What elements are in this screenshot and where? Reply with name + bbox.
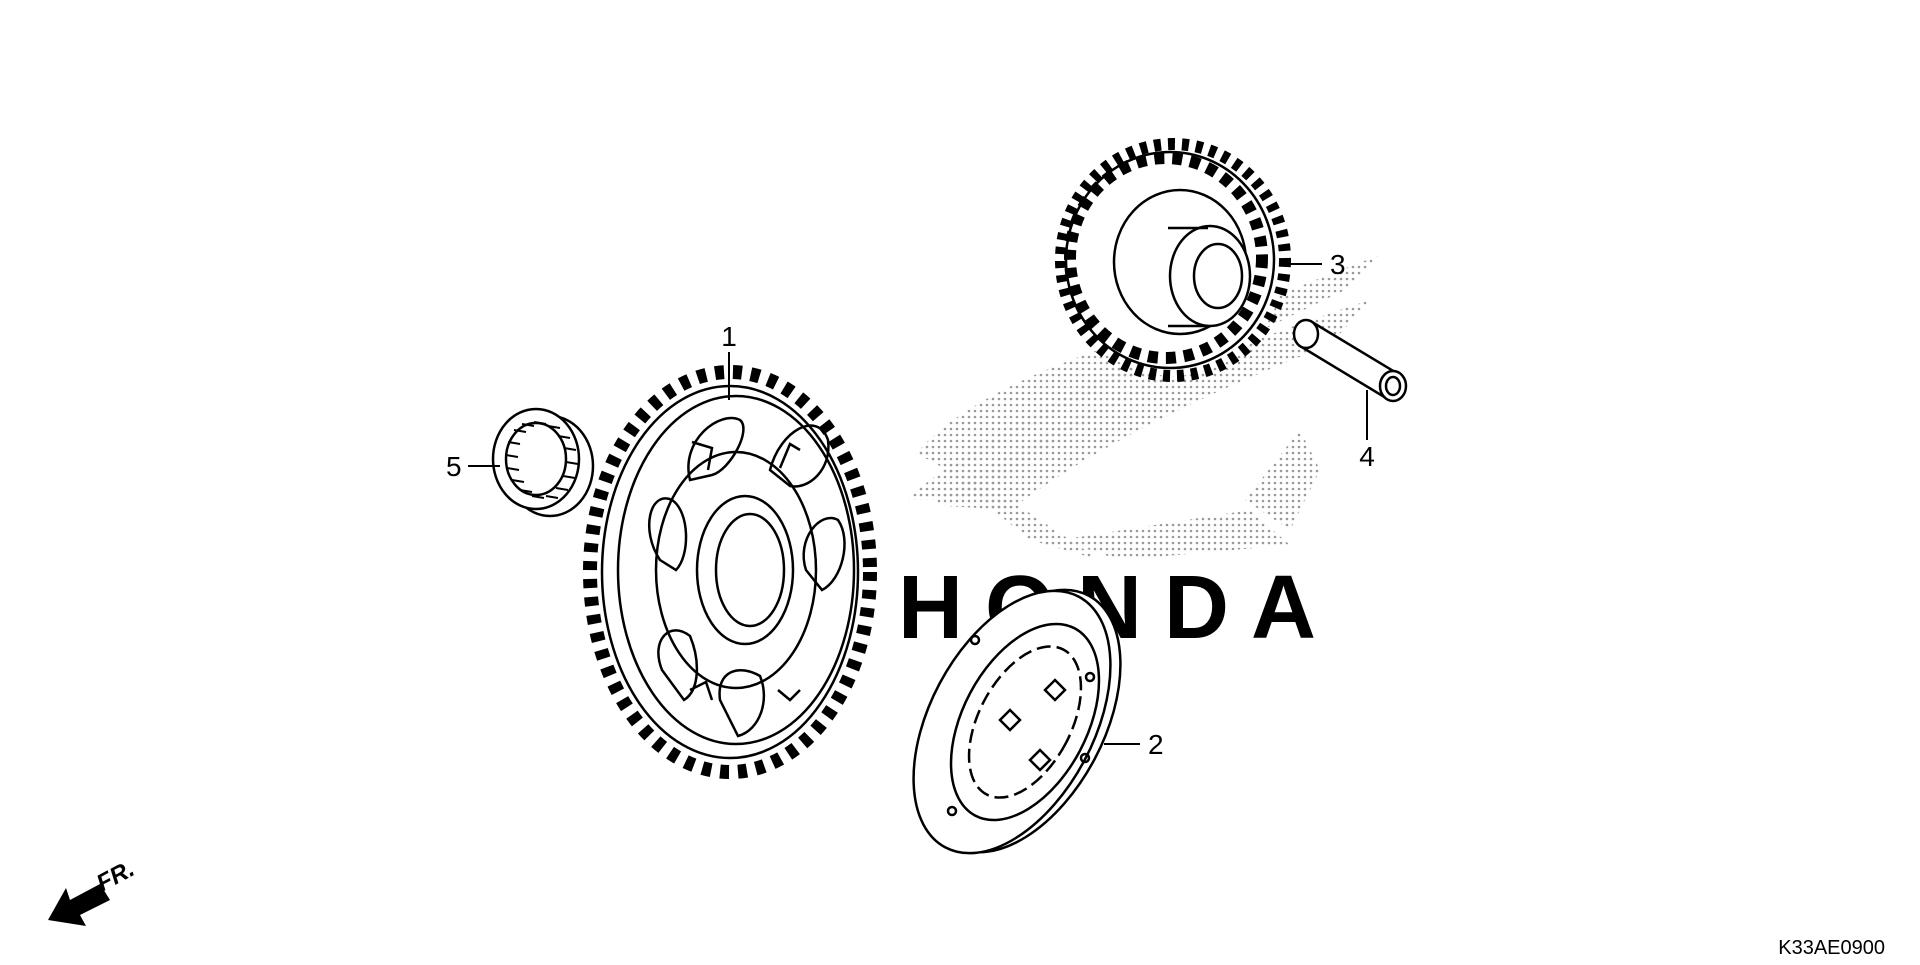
front-arrow-icon (48, 884, 110, 926)
callout-1: 1 (721, 321, 737, 352)
leader-lines (468, 263, 1368, 745)
callout-3: 3 (1330, 249, 1346, 280)
callout-2: 2 (1148, 729, 1164, 760)
needle-bearing[interactable] (491, 407, 595, 518)
starter-one-way-clutch[interactable] (873, 557, 1161, 886)
starter-driven-gear[interactable] (583, 365, 877, 779)
starter-reduction-gear[interactable] (1055, 138, 1291, 382)
callout-5: 5 (446, 451, 462, 482)
diagram-code: K33AE0900 (1778, 937, 1885, 959)
reduction-gear-shaft[interactable] (1292, 318, 1408, 403)
front-direction-indicator: FR. (48, 855, 139, 926)
callout-4: 4 (1359, 441, 1375, 472)
